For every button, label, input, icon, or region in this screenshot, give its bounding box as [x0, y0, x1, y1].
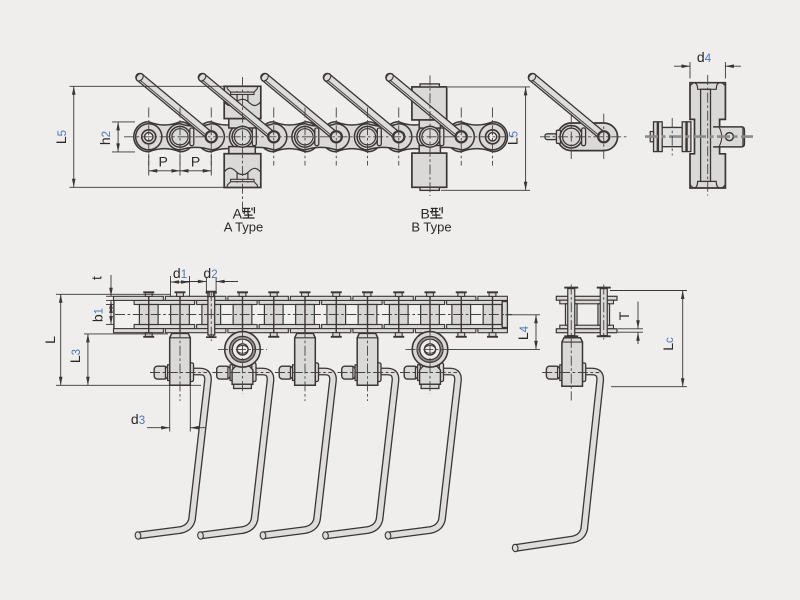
svg-text:L: L [42, 336, 58, 344]
svg-text:B: B [421, 206, 430, 222]
svg-text:L5: L5 [53, 130, 69, 144]
svg-text:B Type: B Type [411, 220, 451, 235]
svg-text:A: A [233, 206, 243, 222]
svg-text:d2: d2 [203, 265, 217, 281]
svg-text:h2: h2 [97, 131, 113, 145]
svg-text:Lc: Lc [660, 337, 676, 351]
svg-text:d1: d1 [173, 265, 187, 281]
svg-text:L3: L3 [67, 349, 83, 363]
svg-text:b1: b1 [90, 308, 106, 322]
svg-text:L5: L5 [505, 131, 521, 145]
svg-text:T: T [616, 311, 632, 320]
svg-text:d3: d3 [131, 411, 145, 427]
svg-text:P: P [191, 154, 200, 170]
svg-text:d4: d4 [697, 49, 712, 65]
svg-text:t: t [89, 276, 105, 280]
svg-text:P: P [159, 154, 168, 170]
svg-text:L4: L4 [515, 325, 531, 340]
svg-text:A Type: A Type [224, 220, 264, 235]
